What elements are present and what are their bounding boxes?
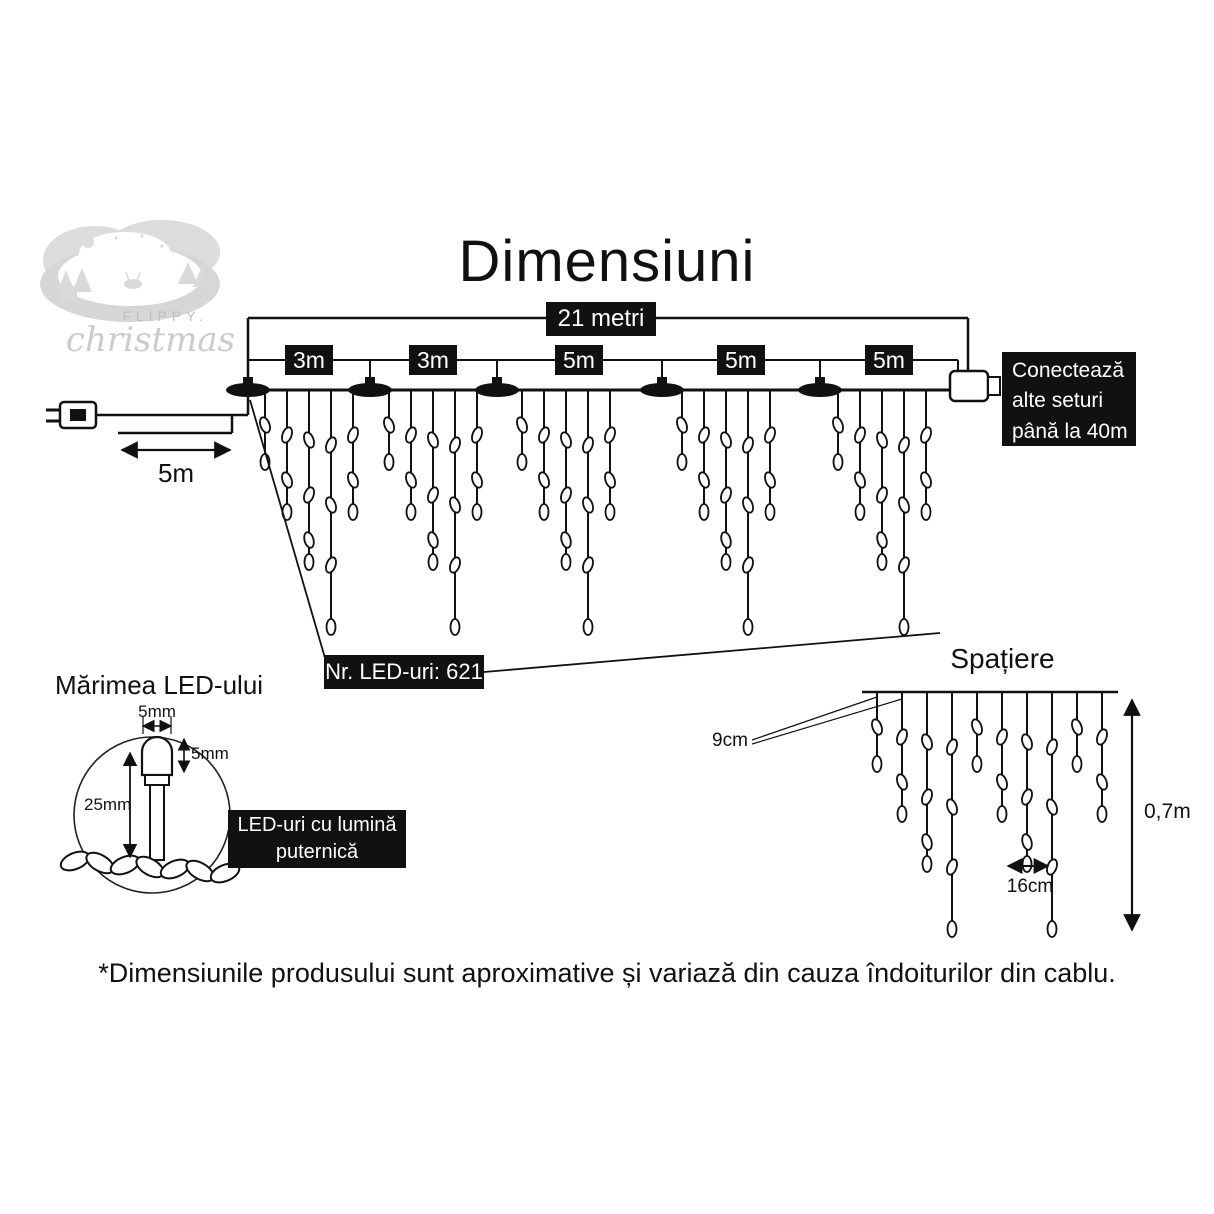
lead-length-label: 5m [157, 458, 195, 488]
logo-sub-text: christmas [65, 320, 236, 360]
total-length-label: 21 metri [546, 302, 656, 336]
connect-note-line: Conectează [1012, 359, 1125, 382]
led-width-label: 5mm [138, 702, 176, 721]
icicle-strings [258, 390, 933, 635]
page-title: Dimensiuni [458, 229, 756, 294]
led-size-diagram [59, 716, 241, 894]
spacing-title: Spațiere [950, 643, 1055, 674]
led-height-label: 5mm [191, 744, 229, 763]
section-length-label: 5m [865, 345, 913, 375]
connect-note-line: alte seturi [1012, 389, 1104, 413]
connect-note: Conectează alte seturi până la 40m [1002, 352, 1136, 446]
flippy-logo-art [40, 220, 220, 322]
power-plug [46, 390, 250, 459]
led-info-box: LED-uri cu lumină puternică [228, 810, 406, 868]
main-wire [226, 369, 1001, 403]
section-length-label: 3m [285, 345, 333, 375]
led-info-line: LED-uri cu lumină [237, 814, 397, 836]
section-length-label: 5m [555, 345, 603, 375]
footer-note: *Dimensiunile produsului sunt aproximati… [98, 958, 1116, 988]
led-length-label: 25mm [84, 795, 132, 814]
end-connector [948, 369, 990, 403]
section-length-label: 3m [409, 345, 457, 375]
drop-gap-label: 9cm [712, 730, 748, 751]
led-size-title: Mărimea LED-ului [55, 670, 264, 700]
section-length-label: 5m [717, 345, 765, 375]
logo-brand-text: FLIPPY. [122, 308, 208, 324]
drop-length-label: 0,7m [1144, 800, 1191, 823]
led-count-leaders [249, 399, 941, 673]
led-gap-label: 16cm [1006, 876, 1054, 897]
spacing-diagram [751, 690, 1141, 937]
section-brackets [247, 359, 959, 387]
led-count-badge: Nr. LED-uri: 621 [324, 655, 484, 689]
led-info-line: puternică [275, 841, 359, 863]
connect-note-line: până la 40m [1012, 419, 1128, 443]
